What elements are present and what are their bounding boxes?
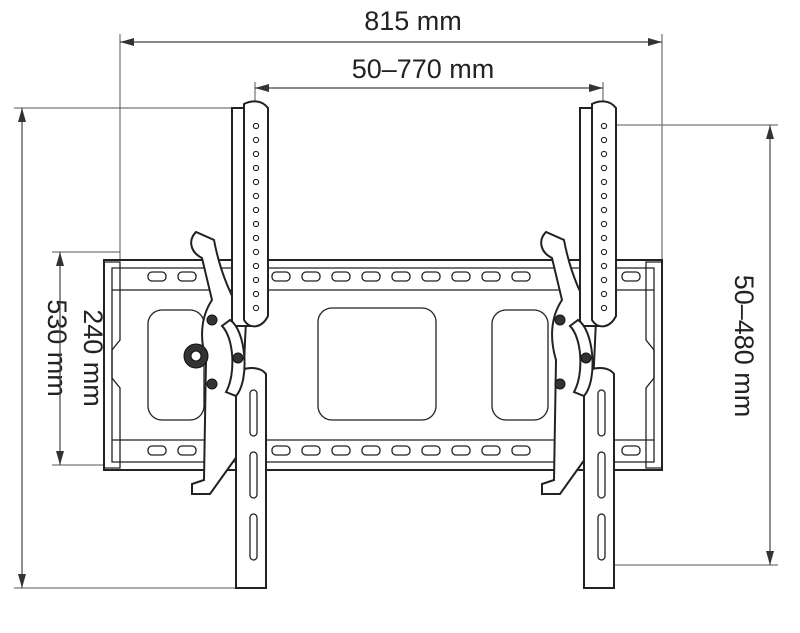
left-arm-holes bbox=[252, 122, 260, 312]
right-tilt-hardware bbox=[554, 314, 594, 398]
left-tilt-knob bbox=[183, 314, 246, 398]
vesa-horizontal-label: 50–770 mm bbox=[352, 54, 495, 84]
right-arm-holes bbox=[600, 122, 608, 312]
bottom-slot-row bbox=[147, 445, 641, 456]
vesa-vertical-dimension: 50–480 mm bbox=[606, 124, 778, 566]
overall-height-dimension: 530 mm bbox=[14, 107, 240, 589]
center-cutout bbox=[317, 307, 437, 421]
right-mounting-arm bbox=[540, 100, 617, 589]
vesa-vertical-label: 50–480 mm bbox=[729, 275, 759, 418]
vesa-horizontal-dimension: 50–770 mm bbox=[254, 54, 604, 110]
overall-height-label: 530 mm bbox=[42, 299, 72, 397]
overall-width-label: 815 mm bbox=[364, 6, 462, 36]
left-mounting-arm bbox=[183, 100, 269, 589]
right-cutout bbox=[491, 309, 549, 421]
overall-width-dimension: 815 mm bbox=[119, 6, 663, 262]
top-slot-row bbox=[147, 271, 641, 282]
